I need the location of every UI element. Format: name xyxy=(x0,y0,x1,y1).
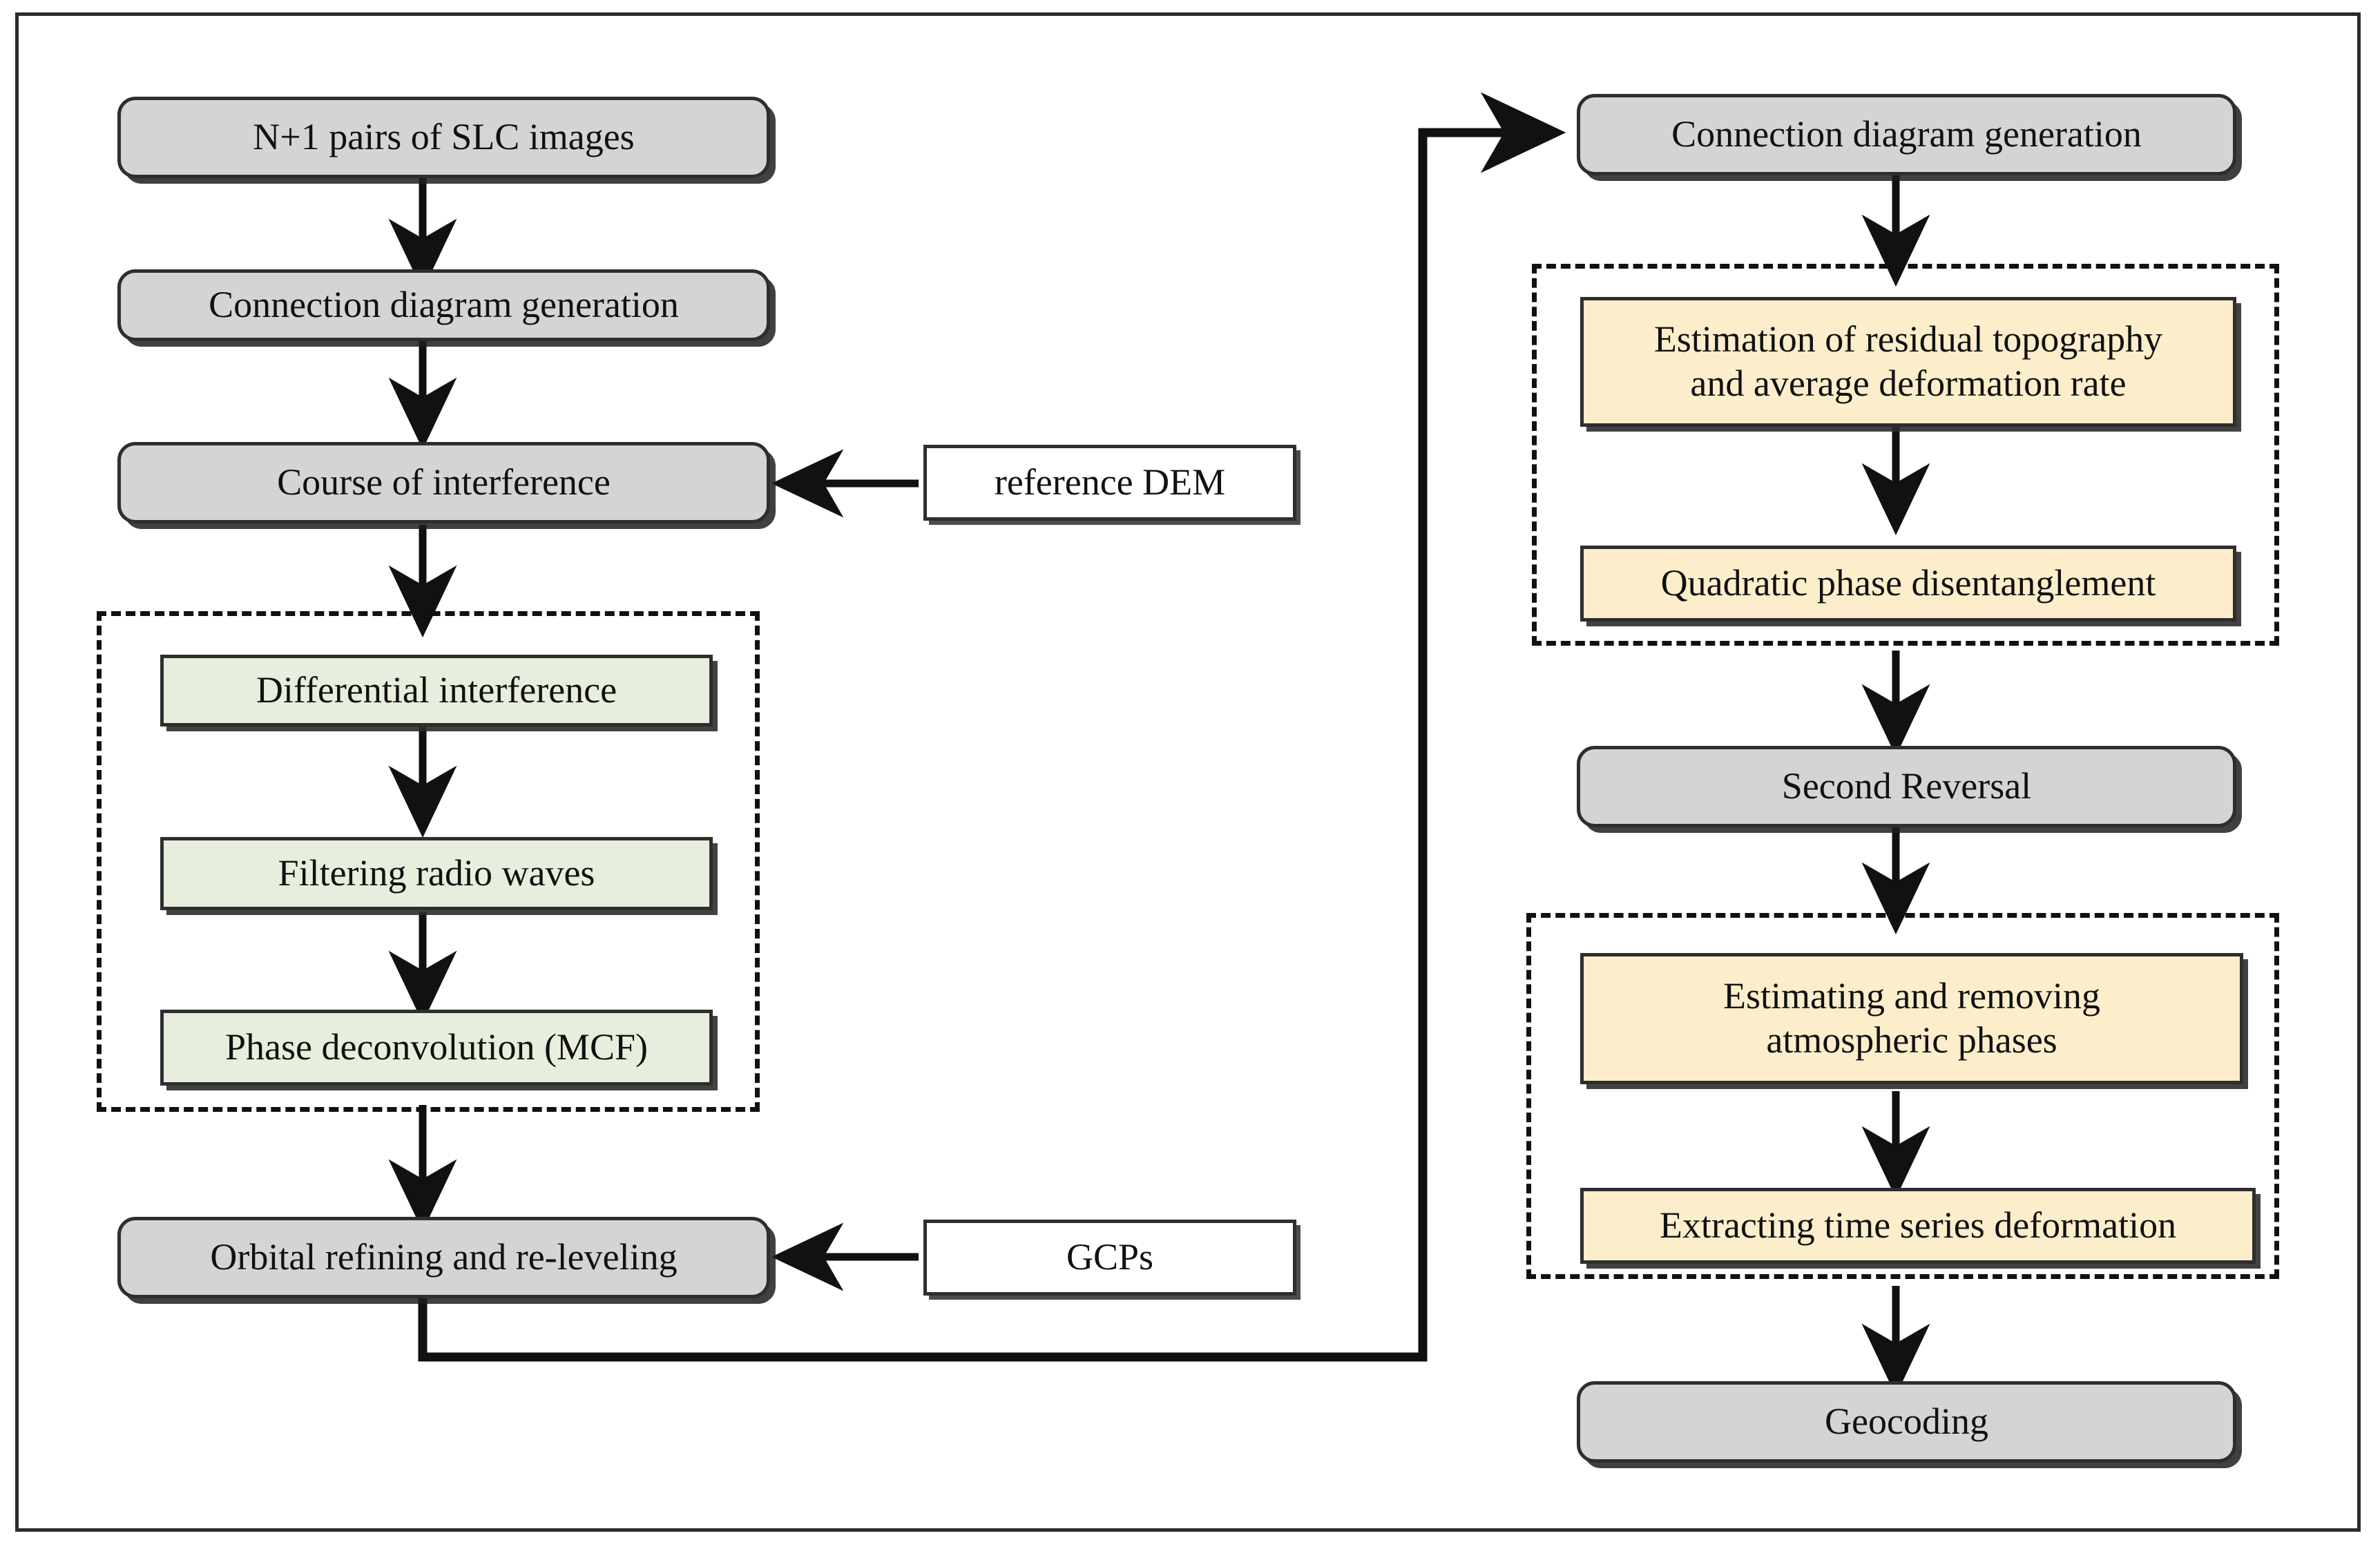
node-label: Estimation of residual topography and av… xyxy=(1653,318,2163,404)
right-dashed-group-lower xyxy=(1526,913,2279,1279)
right-dashed-group-upper xyxy=(1532,264,2279,646)
node-geocoding[interactable]: Geocoding xyxy=(1577,1381,2236,1463)
node-reference-dem[interactable]: reference DEM xyxy=(923,445,1296,521)
node-quadratic-phase[interactable]: Quadratic phase disentanglement xyxy=(1580,546,2236,622)
node-course-of-interference[interactable]: Course of interference xyxy=(117,442,770,523)
node-label: Phase deconvolution (MCF) xyxy=(225,1026,648,1068)
node-label: Geocoding xyxy=(1825,1401,1988,1443)
node-connection-diagram-left[interactable]: Connection diagram generation xyxy=(117,269,770,341)
node-slc-images[interactable]: N+1 pairs of SLC images xyxy=(117,97,770,178)
node-label: Differential interference xyxy=(256,669,617,711)
node-label: Connection diagram generation xyxy=(209,284,679,326)
node-label: Extracting time series deformation xyxy=(1659,1204,2177,1247)
node-estimation-residual-topography[interactable]: Estimation of residual topography and av… xyxy=(1580,297,2236,427)
node-label: Filtering radio waves xyxy=(278,852,595,894)
figure-outer-frame xyxy=(15,12,2361,1532)
node-connection-diagram-right[interactable]: Connection diagram generation xyxy=(1577,94,2236,175)
left-dashed-group xyxy=(97,611,760,1112)
node-label: reference DEM xyxy=(994,461,1226,503)
node-extracting-time-series[interactable]: Extracting time series deformation xyxy=(1580,1188,2256,1264)
node-label: N+1 pairs of SLC images xyxy=(253,116,635,158)
node-filtering-radio-waves[interactable]: Filtering radio waves xyxy=(160,837,713,910)
node-label: Quadratic phase disentanglement xyxy=(1660,562,2156,604)
node-label: Connection diagram generation xyxy=(1671,113,2142,155)
node-label: Second Reversal xyxy=(1781,765,2032,807)
node-label: Orbital refining and re-leveling xyxy=(210,1236,678,1278)
node-gcps[interactable]: GCPs xyxy=(923,1220,1296,1296)
node-differential-interference[interactable]: Differential interference xyxy=(160,655,713,727)
node-label: Course of interference xyxy=(277,461,611,503)
node-estimating-removing-atmospheric[interactable]: Estimating and removing atmospheric phas… xyxy=(1580,953,2243,1084)
node-orbital-refining[interactable]: Orbital refining and re-leveling xyxy=(117,1217,770,1298)
node-label: GCPs xyxy=(1066,1236,1154,1278)
node-label: Estimating and removing atmospheric phas… xyxy=(1723,975,2100,1061)
node-phase-deconvolution[interactable]: Phase deconvolution (MCF) xyxy=(160,1010,713,1086)
node-second-reversal[interactable]: Second Reversal xyxy=(1577,746,2236,827)
